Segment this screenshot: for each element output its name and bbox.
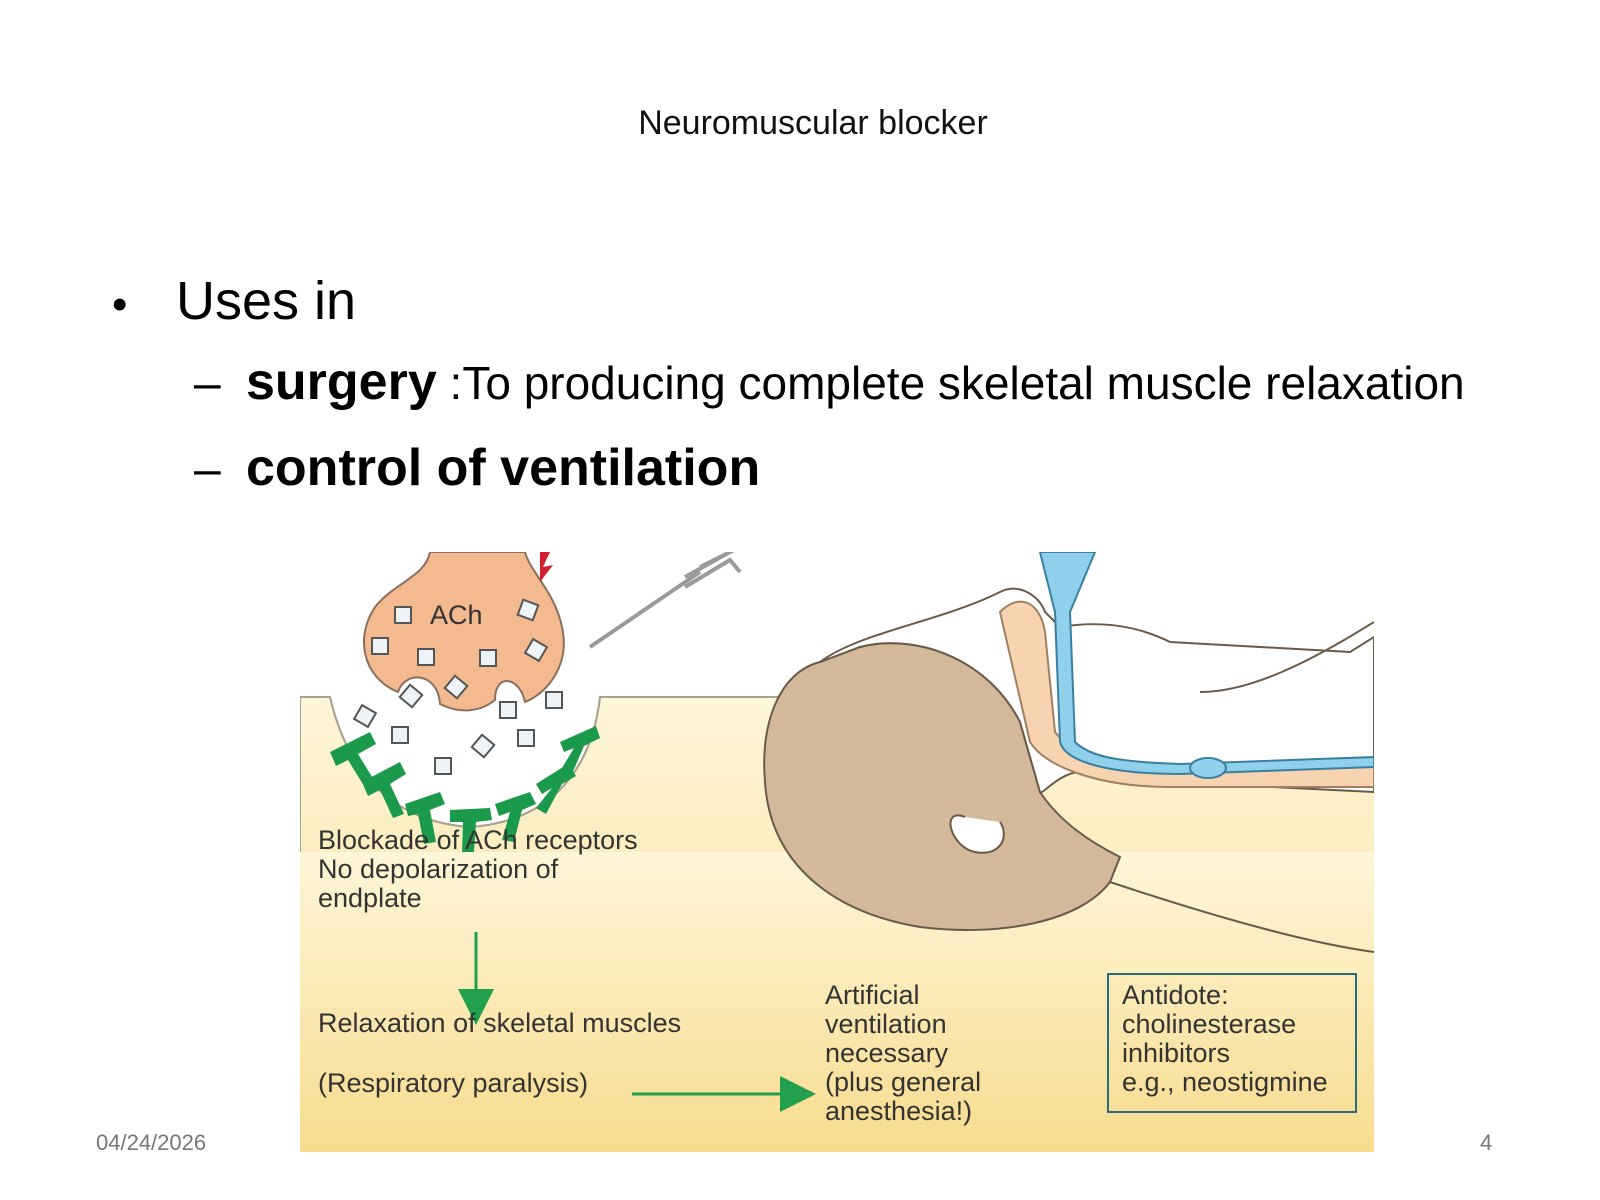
neuromuscular-diagram: ACh [300,552,1374,1152]
red-signal-icon [540,552,553,582]
dash-icon: – [194,443,221,496]
bullet-text: Uses in [176,271,357,331]
shoulder-line [1109,881,1374,953]
ach-label: ACh [430,600,483,630]
ach-receptors [330,726,600,852]
sub-bullet-term: control of ventilation [246,439,761,497]
patient-face [819,587,1374,794]
bullet-dot-icon: • [112,280,128,329]
ach-vesicles [352,598,563,775]
syringe-icon [588,552,742,649]
bullet-item-uses: • Uses in [112,270,1465,334]
antidote-box [1107,973,1357,1113]
slide-date: 04/24/2026 [96,1130,207,1155]
sub-bullet-ventilation: – control of ventilation [194,438,1465,524]
blockade-text: Blockade of ACh receptors No depolarizat… [318,825,645,913]
dash-icon: – [194,357,221,410]
endotracheal-tube [1038,552,1374,776]
respiratory-text: (Respiratory paralysis) [318,1068,588,1098]
ventilation-text: Artificial ventilation necessary (plus g… [825,980,989,1126]
sub-bullet-description: :To producing complete skeletal muscle r… [436,357,1465,409]
slide-page-number: 4 [1480,1130,1493,1155]
bullet-list: • Uses in – surgery :To producing comple… [112,270,1465,524]
antidote-text: Antidote: cholinesterase inhibitors e.g.… [1122,980,1328,1097]
sub-bullet-surgery: – surgery :To producing complete skeleta… [194,352,1465,438]
sub-bullet-term: surgery [246,353,437,411]
diagram-svg: ACh [300,552,1374,1152]
ear-icon [949,814,1005,854]
slide-title: Neuromuscular blocker [638,104,988,142]
nerve-terminal [362,552,565,712]
relaxation-text: Relaxation of skeletal muscles [318,1008,681,1038]
